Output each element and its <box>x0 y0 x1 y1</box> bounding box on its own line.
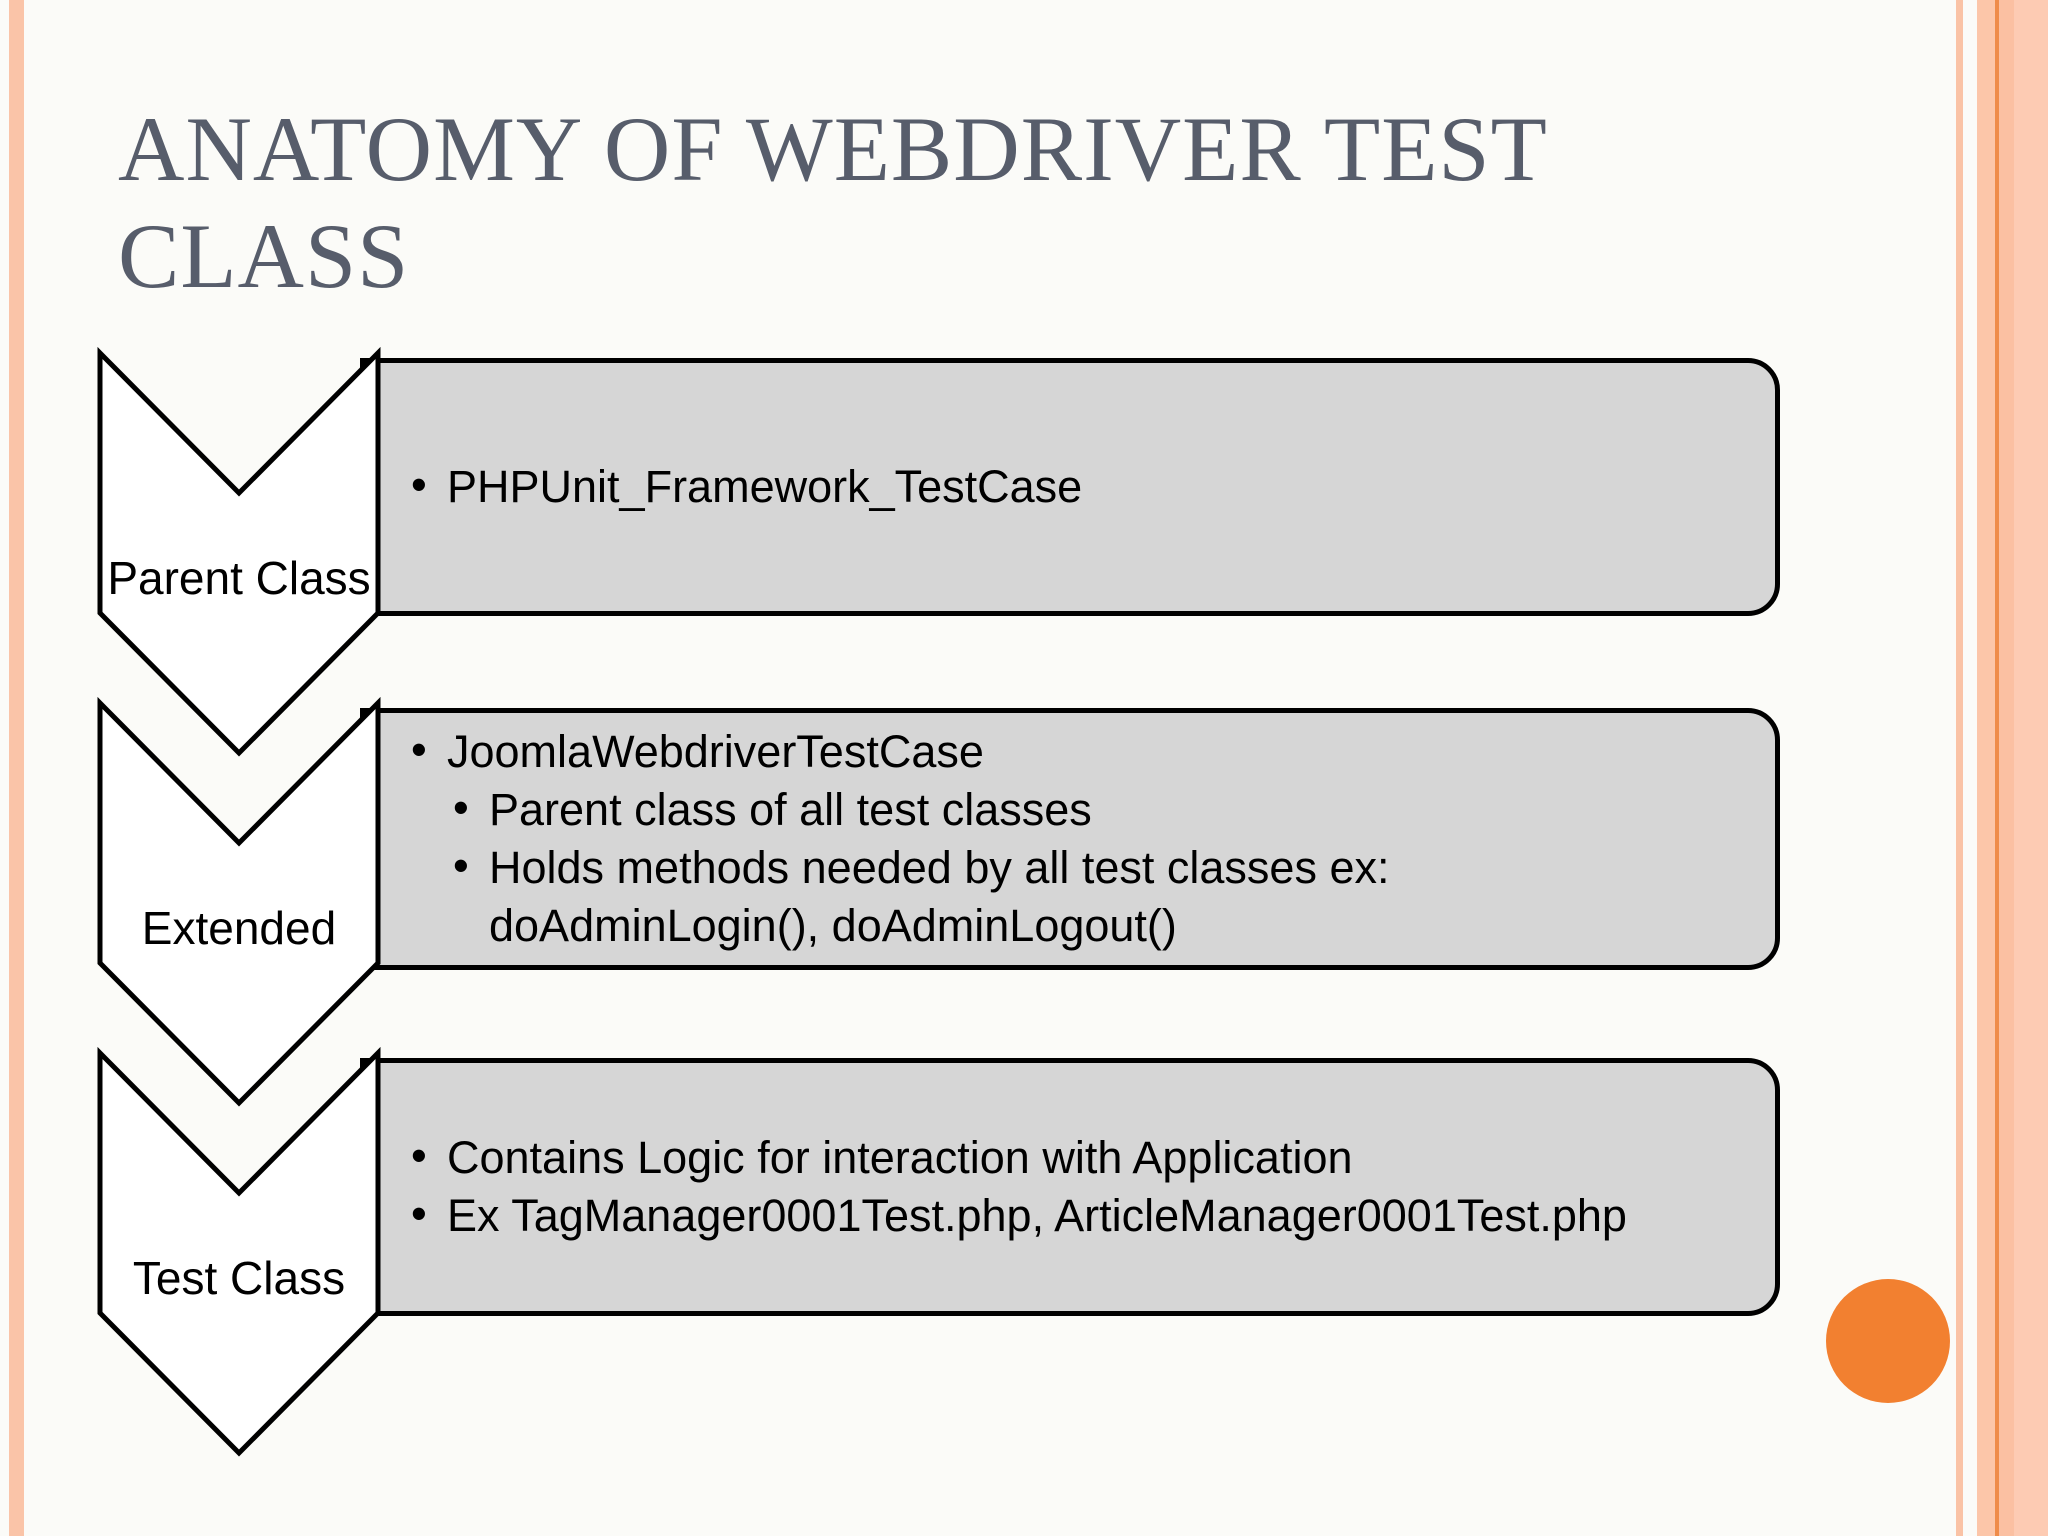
chevron-label-extended: Extended <box>141 901 337 954</box>
bullet-list: PHPUnit_Framework_TestCase <box>365 456 1775 516</box>
left-edge-stripe <box>9 0 24 1536</box>
bullet-item: PHPUnit_Framework_TestCase <box>409 456 1751 516</box>
chevron-label-parent-class: Parent Class <box>107 551 371 604</box>
right-edge-stripe-2 <box>1977 0 1995 1536</box>
right-edge-stripe-4 <box>2014 0 2048 1536</box>
chevron-label-test-class: Test Class <box>132 1251 346 1304</box>
slide-title: ANATOMY OF WEBDRIVER TEST CLASS <box>118 98 1547 307</box>
bullet-list: Contains Logic for interaction with Appl… <box>365 1127 1775 1245</box>
content-box-parent-class: PHPUnit_Framework_TestCase <box>360 358 1780 616</box>
bullet-list: JoomlaWebdriverTestCase Parent class of … <box>365 721 1775 955</box>
content-box-test-class: Contains Logic for interaction with Appl… <box>360 1058 1780 1316</box>
bullet-item: Parent class of all test classes <box>451 779 1751 839</box>
right-edge-stripe-3 <box>1999 0 2014 1536</box>
bullet-item: JoomlaWebdriverTestCase <box>409 721 1751 781</box>
bullet-item: Holds methods needed by all test classes… <box>451 837 1589 955</box>
accent-circle <box>1826 1279 1950 1403</box>
bullet-item: Ex TagManager0001Test.php, ArticleManage… <box>409 1185 1751 1245</box>
content-box-extended: JoomlaWebdriverTestCase Parent class of … <box>360 708 1780 970</box>
right-edge-stripe-1 <box>1956 0 1963 1536</box>
bullet-item: Contains Logic for interaction with Appl… <box>409 1127 1751 1187</box>
right-edge-stripe-accent-line <box>1995 0 1999 1536</box>
